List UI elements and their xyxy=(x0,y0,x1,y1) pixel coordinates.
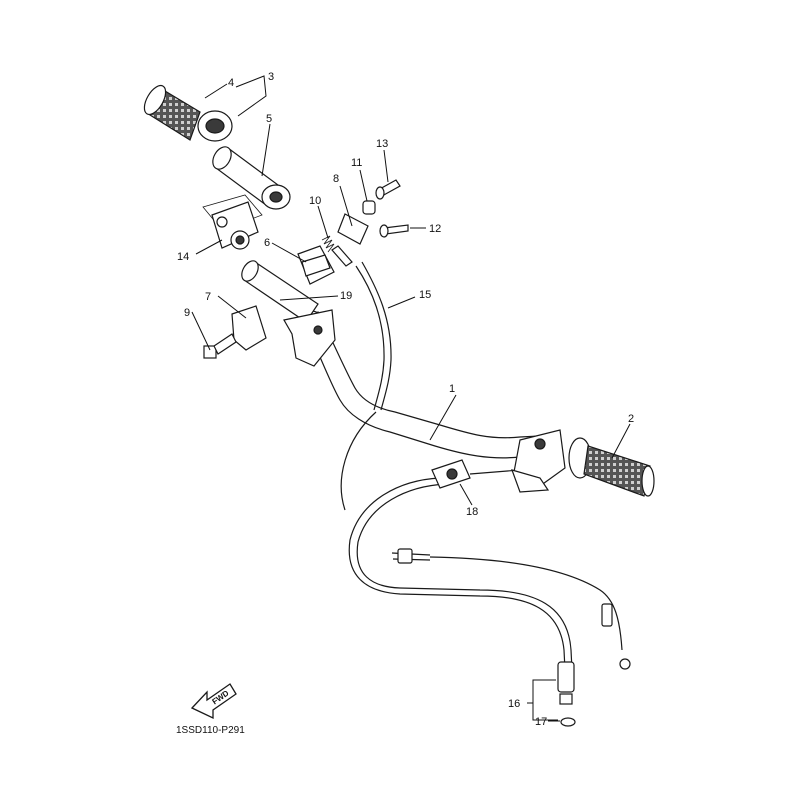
callout-10: 10 xyxy=(309,195,321,207)
callout-11: 11 xyxy=(351,157,362,169)
lever-bracket xyxy=(283,309,336,367)
bracket-plate xyxy=(337,213,369,245)
throttle-tube xyxy=(212,146,291,210)
leader-lines xyxy=(191,75,631,722)
clamp-upper xyxy=(297,245,335,285)
handlebar xyxy=(301,310,561,459)
callout-2: 2 xyxy=(628,413,634,425)
clamp-lower xyxy=(231,305,267,351)
collar xyxy=(362,200,376,215)
callout-4: 4 xyxy=(228,77,234,89)
spring xyxy=(321,235,353,267)
handlebar-stub xyxy=(241,260,319,323)
right-grip xyxy=(568,437,655,497)
drawing-code: 1SSD110-P291 xyxy=(176,725,245,736)
throttle-housing xyxy=(202,194,263,250)
screw-12 xyxy=(379,224,409,238)
callout-13: 13 xyxy=(376,138,388,150)
callout-16: 16 xyxy=(508,698,520,710)
callout-14: 14 xyxy=(177,251,189,263)
callout-12: 12 xyxy=(429,223,441,235)
left-grip xyxy=(143,84,233,142)
callout-17: 17 xyxy=(535,716,547,728)
callout-1: 1 xyxy=(449,383,455,395)
callout-5: 5 xyxy=(266,113,272,125)
bolt xyxy=(203,333,237,359)
callout-19: 19 xyxy=(340,290,352,302)
callout-6: 6 xyxy=(264,237,270,249)
callouts: 1 2 3 4 5 6 7 8 9 10 11 12 13 14 15 16 1… xyxy=(177,71,634,728)
callout-18: 18 xyxy=(466,506,478,518)
callout-8: 8 xyxy=(333,173,339,185)
clutch-cable xyxy=(348,477,631,705)
callout-9: 9 xyxy=(184,307,190,319)
cable-adjuster xyxy=(431,459,521,489)
throttle-cable xyxy=(340,261,392,511)
o-ring xyxy=(560,717,576,727)
callout-15: 15 xyxy=(419,289,431,301)
fwd-arrow-icon: FWD xyxy=(190,683,237,720)
callout-3: 3 xyxy=(268,71,274,83)
screw-13 xyxy=(375,179,401,200)
callout-7: 7 xyxy=(205,291,211,303)
clutch-lever-holder xyxy=(511,429,566,493)
